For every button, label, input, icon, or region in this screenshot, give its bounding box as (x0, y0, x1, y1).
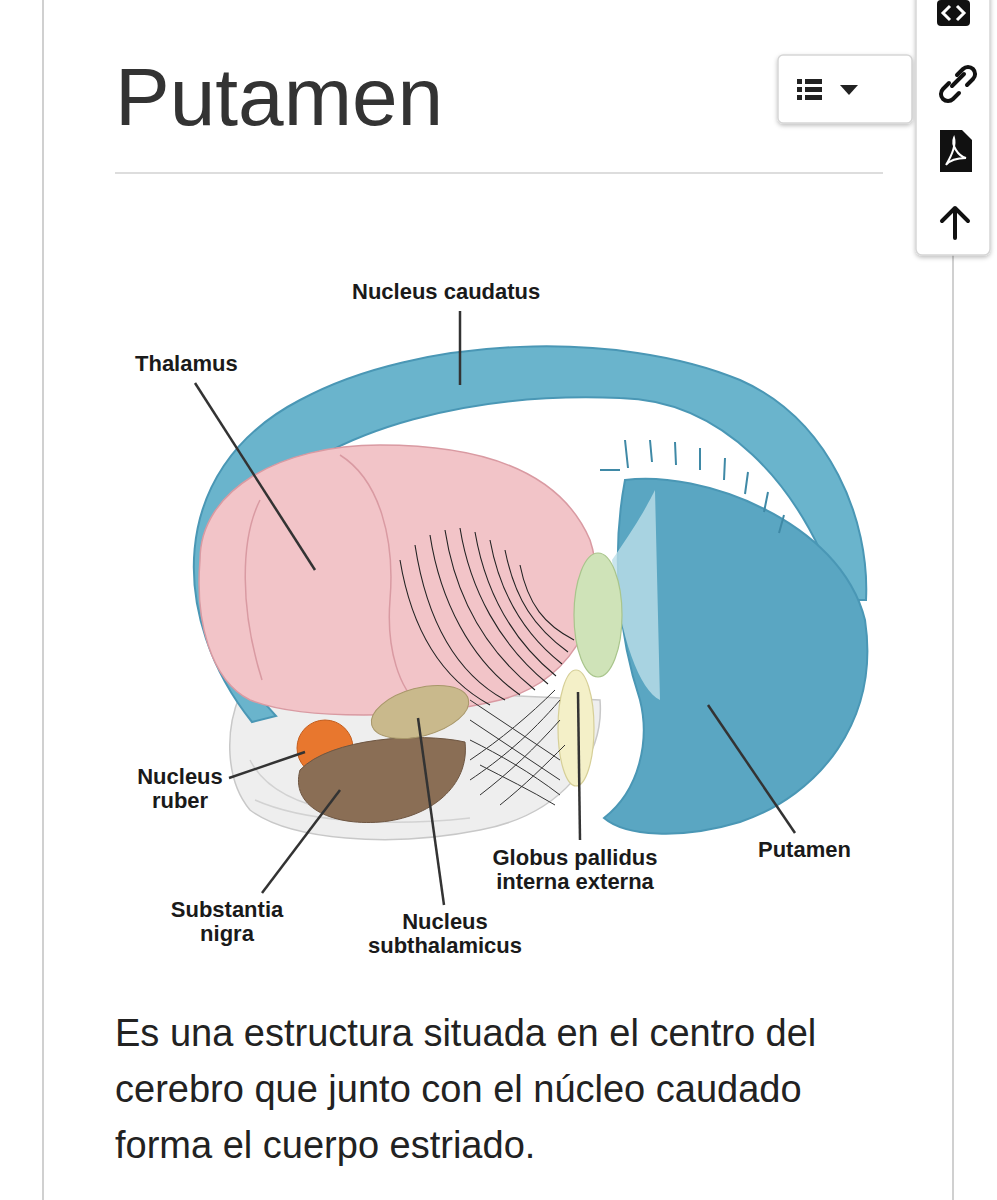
fibre-mesh (470, 690, 565, 805)
caption: Es una estructura situada en el centro d… (115, 1005, 875, 1173)
fibre-lines (400, 528, 574, 705)
part-label: Substantia nigra (157, 898, 297, 946)
part-label: Nucleus ruber (125, 765, 235, 813)
part-label: Nucleus caudatus (352, 280, 540, 304)
page-border (42, 0, 44, 1200)
link-icon (941, 67, 975, 101)
striation-lines (600, 440, 784, 533)
heading-rule (115, 172, 883, 174)
toc-button (778, 55, 912, 123)
top-arrow-icon (942, 208, 968, 238)
globus-pallidus-interna-shape (558, 670, 594, 786)
toolbar (916, 0, 990, 255)
globus-pallidus-externa-shape (574, 553, 622, 677)
code-icon (937, 0, 970, 26)
putamen-shape (604, 479, 867, 834)
leader-lines (195, 311, 795, 905)
caret-icon (840, 85, 858, 95)
part-label: Putamen (758, 838, 851, 862)
list-icon (797, 79, 822, 100)
part-label: Globus pallidus interna externa (475, 846, 675, 894)
thalamus-shape (199, 445, 596, 715)
part-label: Nucleus subthalamicus (355, 910, 535, 958)
part-label: Thalamus (135, 352, 238, 376)
page-title: Putamen (115, 50, 443, 144)
pdf-icon-glyph (946, 138, 966, 165)
code-icon-glyph (943, 6, 964, 20)
pdf-icon (940, 130, 972, 172)
thalamus-contour (245, 455, 420, 705)
